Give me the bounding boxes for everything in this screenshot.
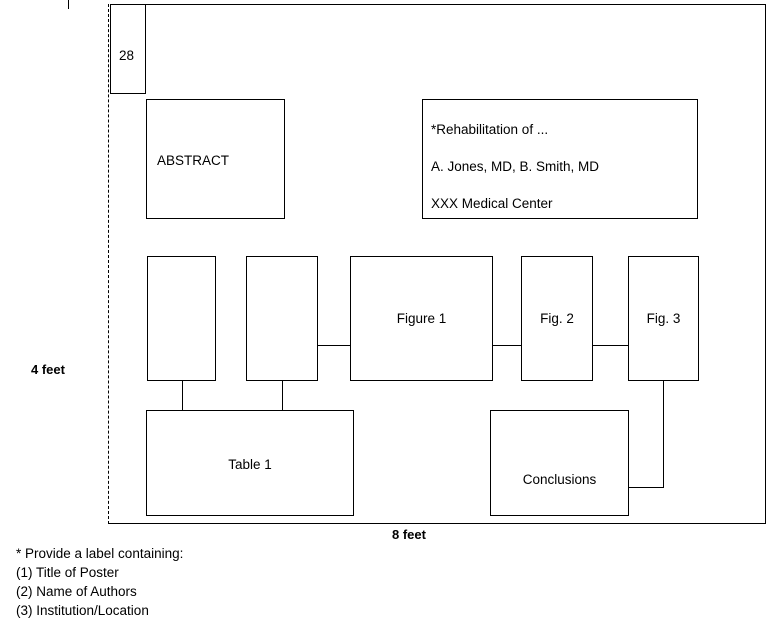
figure-3-box: Fig. 3 [628,256,699,381]
poster-title-line: *Rehabilitation of ... [431,122,549,137]
content-box-1 [147,256,216,381]
connector-figure3-to-conclusions [629,487,664,488]
figure-3-label: Fig. 3 [646,311,681,326]
connector-figure2-to-figure3 [593,345,629,346]
board-top-edge [110,4,766,5]
poster-authors-line: A. Jones, MD, B. Smith, MD [431,159,600,174]
content-box-2 [246,256,318,381]
figure-1-box: Figure 1 [350,256,493,381]
board-right-edge [765,4,766,524]
board-width-label: 8 feet [392,527,426,542]
abstract-box: ABSTRACT [146,99,285,219]
top-left-tick-mark [68,0,69,9]
connector-box2-to-table1 [282,381,283,411]
panel-number-box: 28 [110,4,146,94]
footnote-item-1: (1) Title of Poster [16,565,119,580]
figure-2-label: Fig. 2 [540,311,574,326]
connector-figure3-drop [663,381,664,487]
title-authors-box: *Rehabilitation of ... A. Jones, MD, B. … [422,99,698,219]
footnote-item-3: (3) Institution/Location [16,603,149,618]
board-height-label: 4 feet [31,362,65,377]
footnote-intro: * Provide a label containing: [16,546,184,561]
connector-figure1-to-figure2 [493,345,522,346]
figure-2-box: Fig. 2 [521,256,593,381]
board-left-edge-dashed [108,4,109,524]
conclusions-box: Conclusions [490,410,629,516]
footnote-item-2: (2) Name of Authors [16,584,137,599]
board-bottom-edge [108,523,766,524]
table-1-box: Table 1 [146,410,354,516]
figure-1-label: Figure 1 [396,311,447,326]
poster-institution-line: XXX Medical Center [431,196,553,211]
connector-box2-to-figure1 [318,345,351,346]
abstract-label: ABSTRACT [157,153,230,168]
panel-number-label: 28 [119,48,135,63]
conclusions-label: Conclusions [522,472,597,487]
table-1-label: Table 1 [228,457,272,472]
connector-box1-to-table1 [182,381,183,411]
